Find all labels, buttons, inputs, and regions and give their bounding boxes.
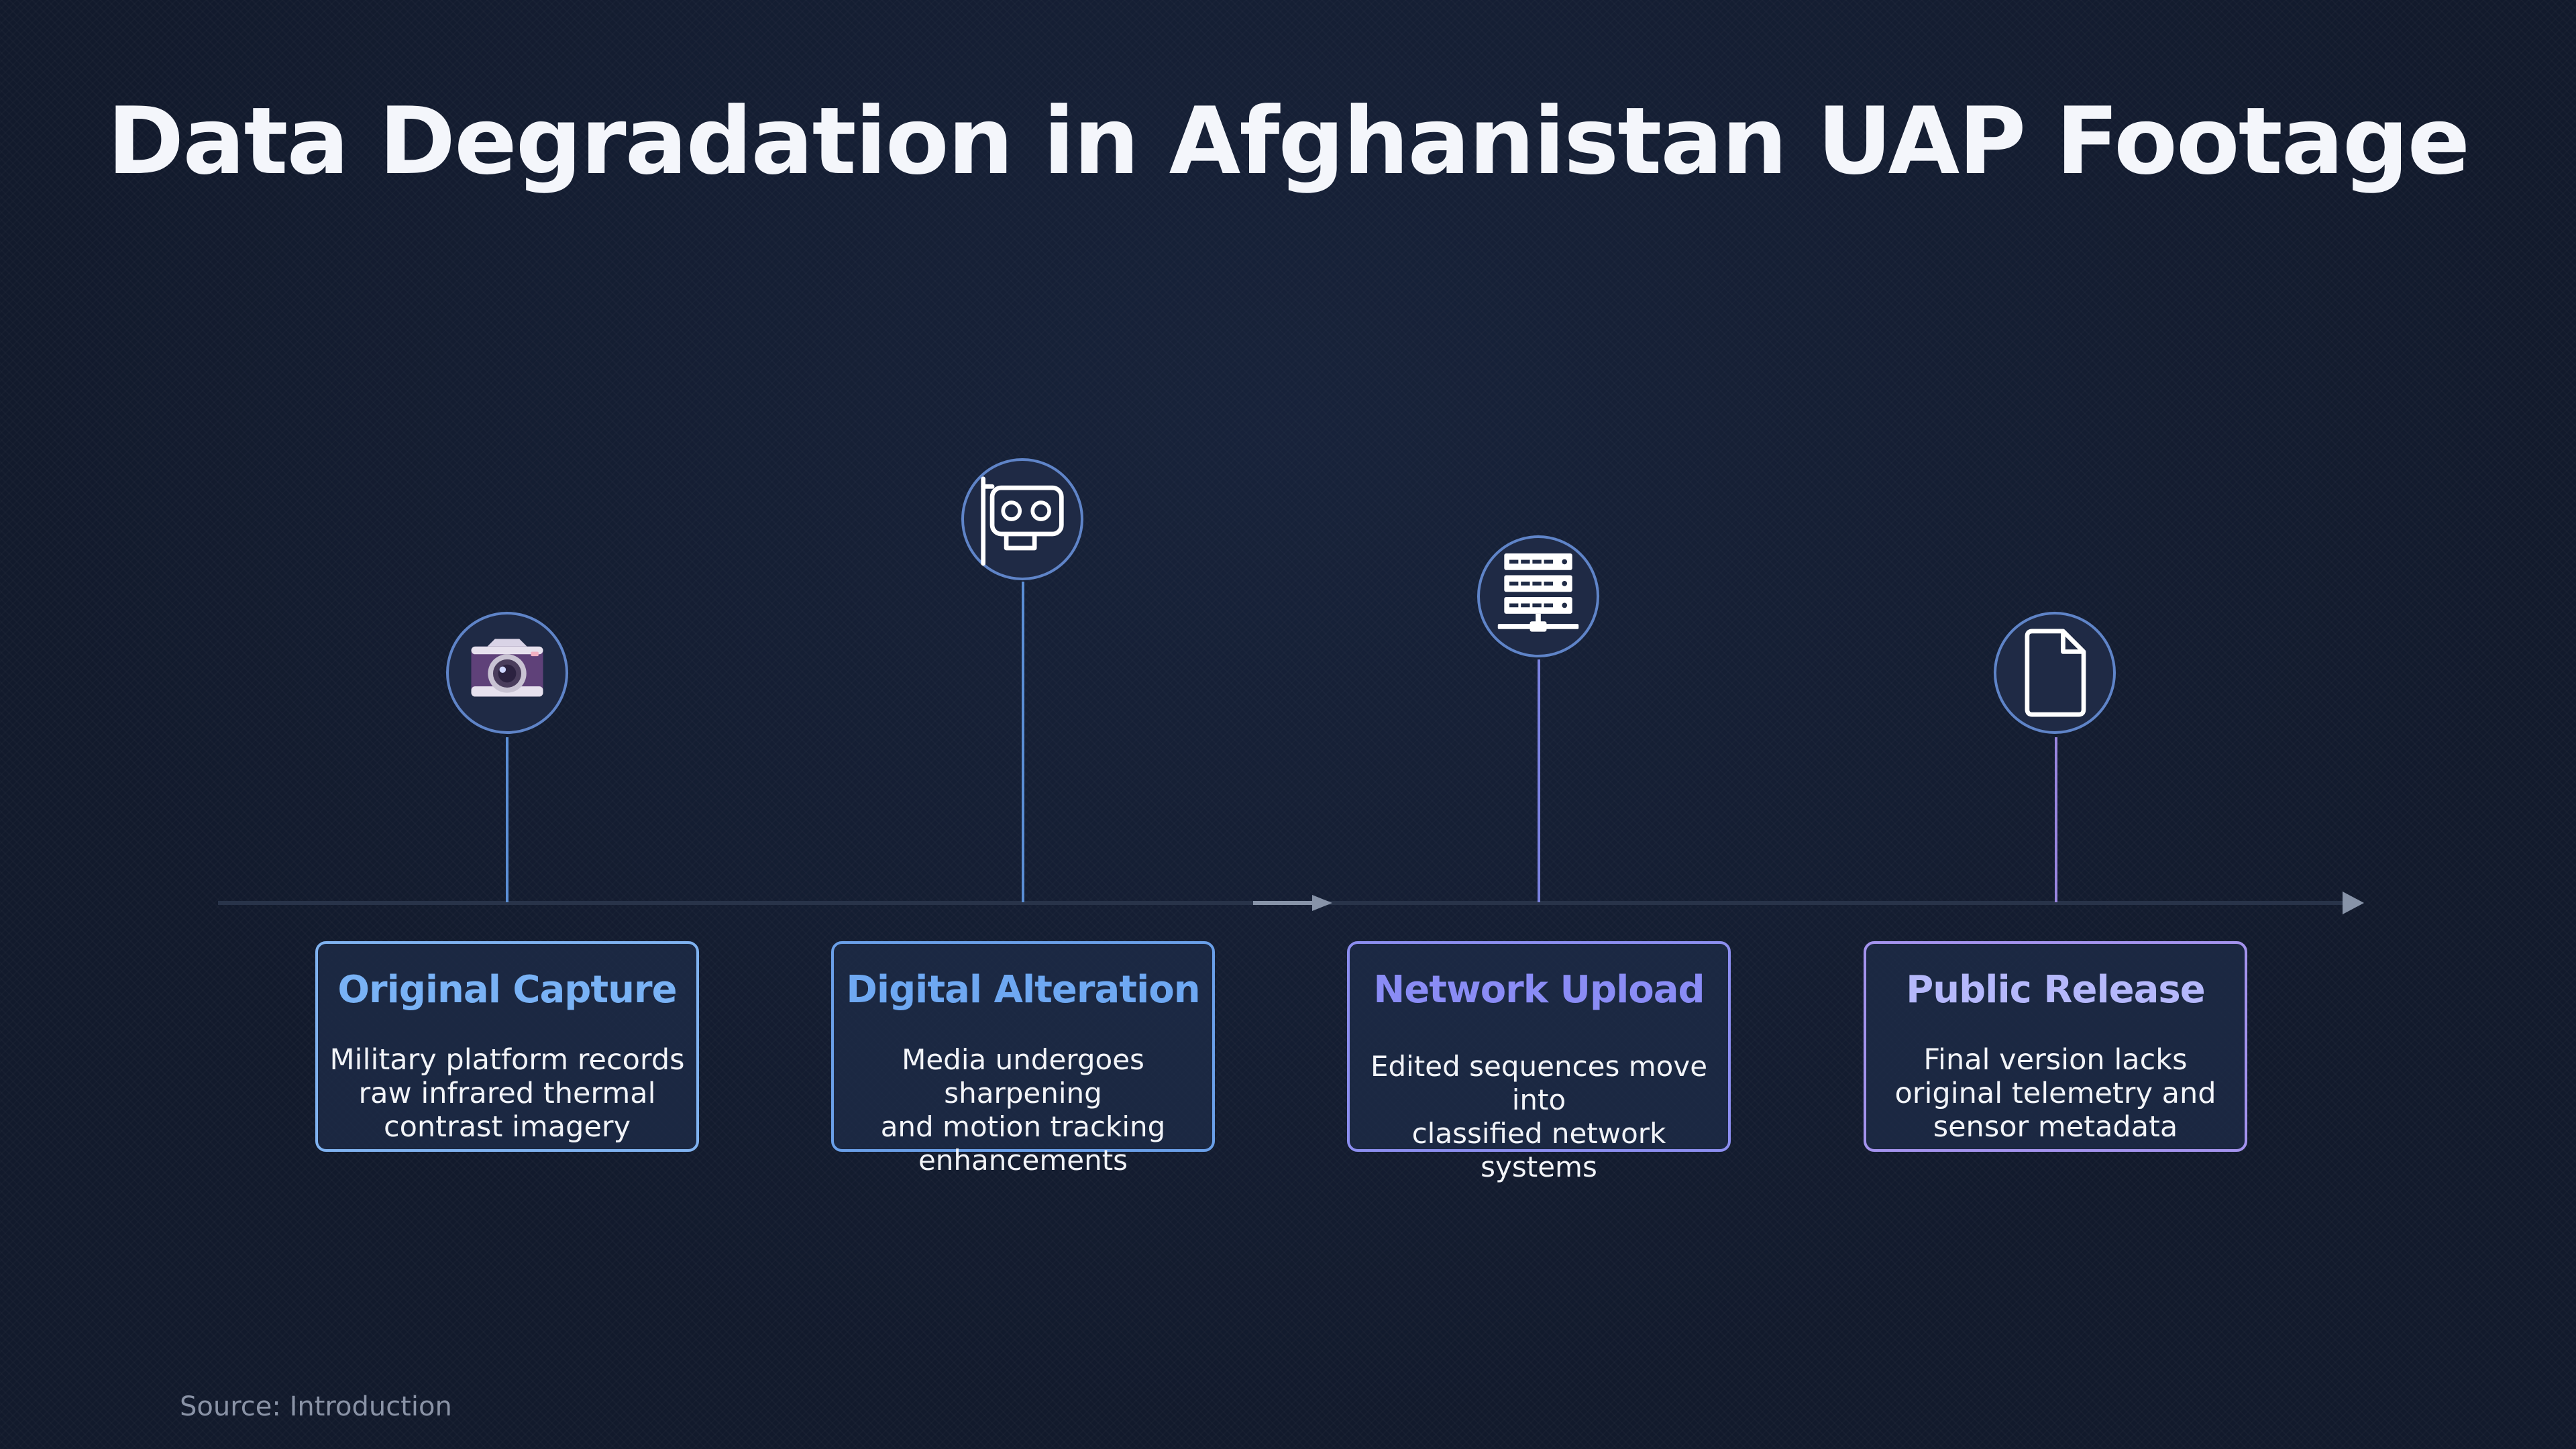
timeline-arrowhead — [2343, 892, 2364, 914]
server-icon — [1497, 553, 1579, 632]
step-description: Military platform records raw infrared t… — [329, 1043, 685, 1144]
step-title: Digital Alteration — [846, 968, 1200, 1012]
node-original-capture — [446, 612, 568, 734]
step-card-original-capture: Original Capture Military platform recor… — [315, 941, 699, 1152]
step-title: Network Upload — [1373, 968, 1705, 1012]
step-title: Original Capture — [337, 968, 677, 1012]
source-note: Source: Introduction — [180, 1391, 452, 1422]
graphics-card-icon — [981, 476, 1064, 566]
step-description: Media undergoes sharpening and motion tr… — [880, 1043, 1166, 1177]
step-description: Final version lacks original telemetry a… — [1894, 1043, 2216, 1144]
slide-title: Data Degradation in Afghanistan UAP Foot… — [107, 87, 2470, 195]
step-card-network-upload: Network Upload Edited sequences move int… — [1347, 941, 1731, 1183]
node-digital-alteration — [961, 458, 1083, 580]
camera-icon — [471, 639, 543, 697]
timeline-mid-arrow — [1253, 895, 1332, 911]
stem-public-release — [2055, 737, 2057, 902]
step-title: Public Release — [1906, 968, 2205, 1012]
step-card-public-release: Public Release Final version lacks origi… — [1864, 941, 2247, 1152]
stem-digital-alteration — [1022, 582, 1024, 902]
document-icon — [2025, 629, 2086, 717]
step-description: Edited sequences move into classified ne… — [1370, 1050, 1708, 1183]
node-public-release — [1994, 612, 2116, 734]
stem-original-capture — [506, 737, 508, 902]
node-network-upload — [1477, 535, 1599, 657]
stem-network-upload — [1538, 659, 1540, 902]
step-card-digital-alteration: Digital Alteration Media undergoes sharp… — [831, 941, 1215, 1177]
